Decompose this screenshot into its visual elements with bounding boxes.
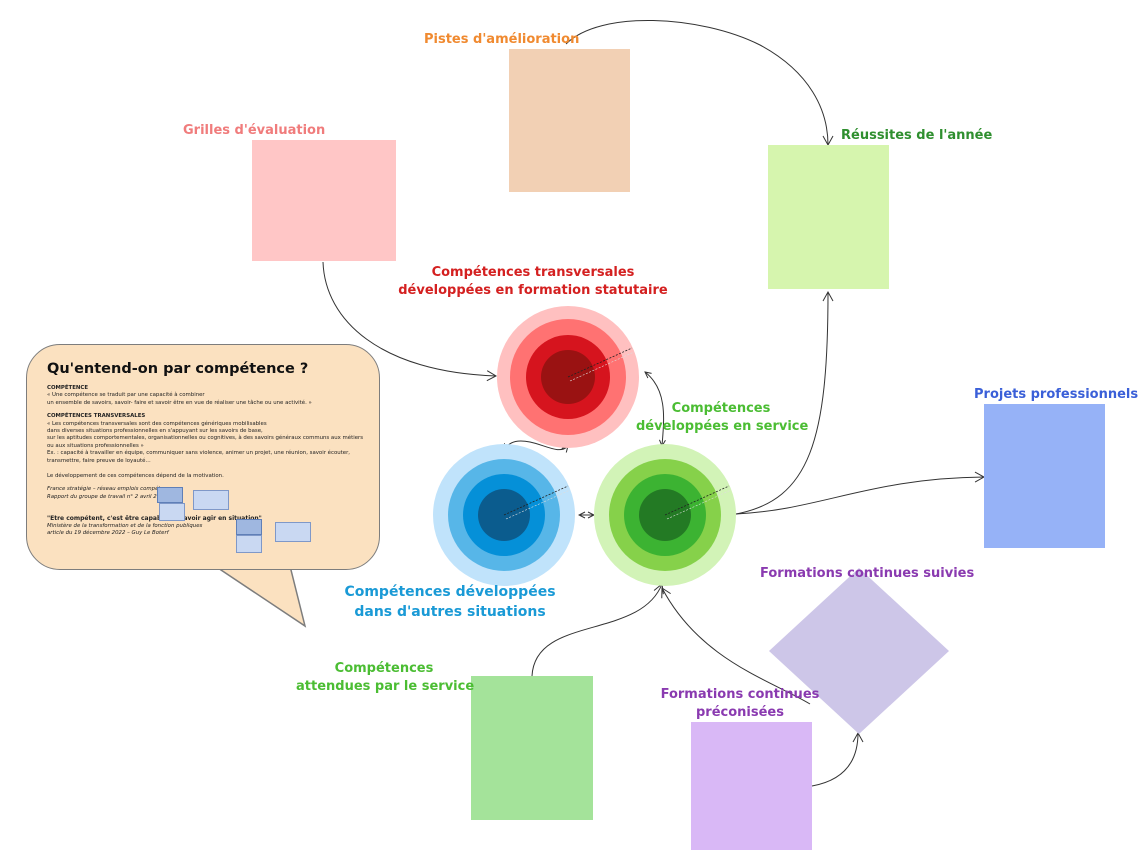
label-line: préconisées [696,705,784,720]
label-competences-autres: Compétences développées dans d'autres si… [340,582,560,622]
thumbnail-image[interactable] [236,519,262,535]
connector-service-reussites [735,290,834,515]
bubble-text: transmettre, faire preuve de loyauté… [47,457,151,464]
label-line: Formations continues [660,687,820,702]
connector-formpreco-formsuivies [811,731,864,787]
label-pistes-amelioration: Pistes d'amélioration [424,32,580,47]
target-service[interactable] [594,444,736,586]
label-line: développées en formation statutaire [398,283,668,298]
thumbnail-image[interactable] [157,487,183,503]
bubble-text: « Une compétence se traduit par une capa… [47,392,205,399]
sticky-note [236,535,262,553]
box-grilles-evaluation[interactable] [252,140,396,261]
label-projets-professionnels: Projets professionnels [974,387,1139,402]
label-competences-attendues: Compétences attendues par le service [296,660,475,696]
target-transversales[interactable] [497,306,639,448]
label-formations-preconisees: Formations continues préconisées [640,686,840,722]
target-autres-situations[interactable] [433,444,575,586]
box-pistes-amelioration[interactable] [509,49,630,192]
connector-transversales-service [645,372,664,446]
connector-grilles-transversales [322,261,498,382]
bubble-source: Ministère de la transformation et de la … [47,522,203,529]
bubble-source: France stratégie – réseau emplois compét… [47,486,177,493]
sticky-note [159,503,185,521]
diamond-formations-suivies[interactable] [769,568,949,734]
box-projets-professionnels[interactable] [984,404,1105,548]
sticky-note [275,522,311,542]
sticky-note [193,490,229,510]
bubble-text: dans diverses situations professionnelle… [47,428,263,435]
bubble-text: « Les compétences transversales sont des… [47,420,267,427]
label-line: dans d'autres situations [354,604,546,620]
bubble-quote: "Etre compétent, c'est être capable de s… [47,515,262,523]
connector-formsuivies-service [661,587,811,705]
bubble-text: un ensemble de savoirs, savoir- faire et… [47,399,312,406]
bubble-text: sur les aptitudes comportementales, orga… [47,435,364,442]
connector-service-projets [735,471,986,515]
connector-attendues-service [531,583,664,677]
bubble-heading-competence: COMPÉTENCE [47,385,89,391]
bubble-tail [212,565,307,628]
label-formations-suivies: Formations continues suivies [760,566,975,581]
label-reussites-annee: Réussites de l'année [841,128,993,143]
connector-pistes-reussites [565,19,834,147]
bubble-source: Rapport du groupe de travail n° 2 avril … [47,493,167,500]
bubble-text: Ex. : capacité à travailler en équipe, c… [47,450,351,457]
bubble-source: article du 19 décembre 2022 – Guy Le Bot… [47,530,169,537]
label-line: Compétences développées [344,584,556,600]
label-line: Compétences [671,401,771,416]
box-formations-preconisees[interactable] [691,722,812,850]
definition-bubble: Qu'entend-on par compétence ? COMPÉTENCE… [26,344,380,570]
bubble-text: Le développement de ces compétences dépe… [47,473,224,480]
label-line: attendues par le service [296,679,475,694]
bubble-heading-transversales: COMPÉTENCES TRANSVERSALES [47,413,146,420]
connector-transversales-autres [504,440,568,450]
box-competences-attendues[interactable] [471,676,593,820]
bubble-text: ou aux situations professionnelles » [47,442,144,449]
label-grilles-evaluation: Grilles d'évaluation [183,123,326,138]
bubble-title: Qu'entend-on par compétence ? [47,361,309,377]
label-competences-transversales: Compétences transversales développées en… [398,264,668,300]
label-competences-service: Compétences développées en service [636,400,809,436]
label-line: Compétences [334,661,434,676]
label-line: Compétences transversales [431,265,635,280]
label-line: développées en service [636,419,809,434]
box-reussites-annee[interactable] [768,145,889,289]
